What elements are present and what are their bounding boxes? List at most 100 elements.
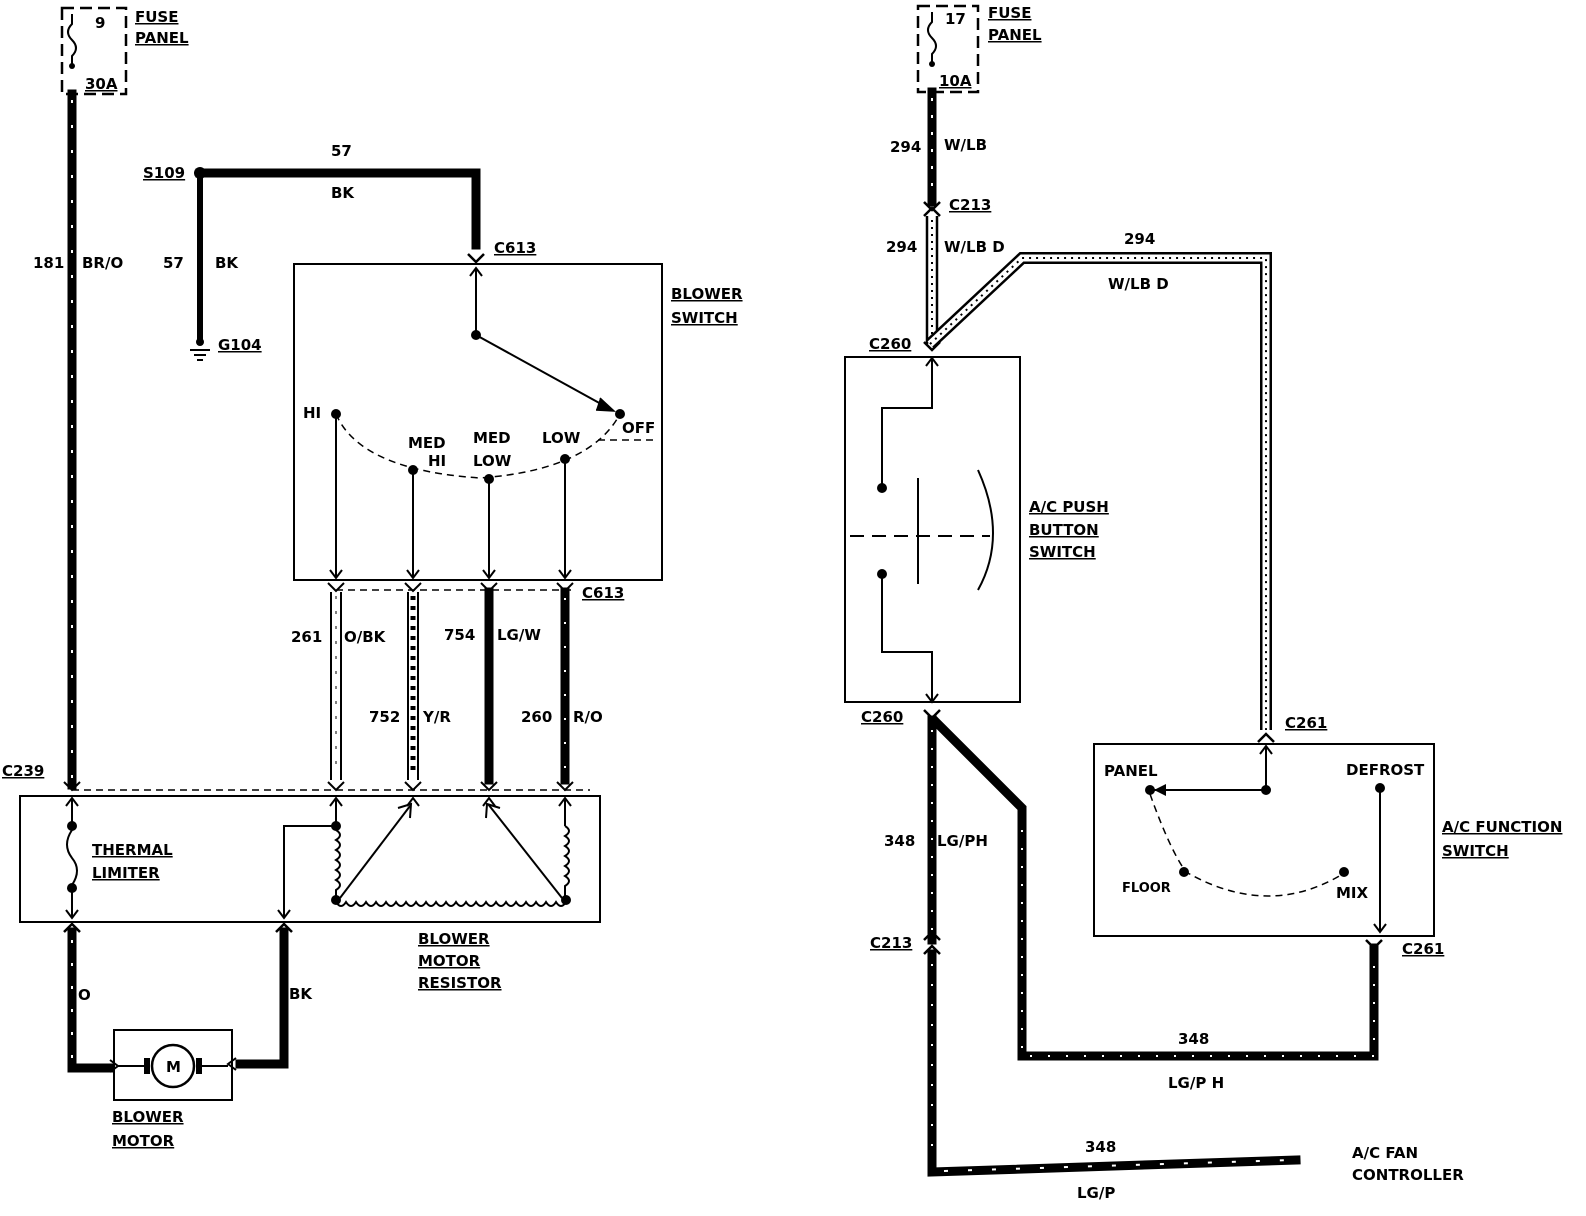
resistor-label-1: BLOWER [418,930,490,948]
pos-off: OFF [622,419,655,437]
wire-57-top-color: BK [331,184,355,202]
connector-c613-top: C613 [467,239,536,264]
wire-57-side-color: BK [215,254,239,272]
wire-261-color: O/BK [344,628,387,646]
wire-294-c-color: W/LB D [1108,275,1169,293]
wire-348-c-color: LG/P [1077,1184,1115,1202]
wire-348-b-color: LG/P H [1168,1074,1224,1092]
connector-c213-top: C213 [923,196,991,217]
ac-push-label-3: SWITCH [1029,543,1096,561]
blower-motor-label-2: MOTOR [112,1132,175,1150]
fuse-left-label-2: PANEL [135,29,189,47]
wire-754-color: LG/W [497,626,541,644]
ac-function-label-1: A/C FUNCTION [1442,818,1562,836]
pos-med-hi-2: HI [428,452,446,470]
wire-o-color: O [78,986,91,1004]
blower-motor: M BLOWER MOTOR [109,1029,237,1150]
wire-754-circuit: 754 [444,626,475,644]
connector-c261-bottom: C261 [1365,939,1444,958]
wire-181-circuit: 181 [33,254,64,272]
wire-294-b-circuit: 294 [886,238,917,256]
pos-med-hi-1: MED [408,434,446,452]
wire-294-c-circuit: 294 [1124,230,1155,248]
ac-push-label-1: A/C PUSH [1029,498,1109,516]
wire-348-a-circuit: 348 [884,832,915,850]
wire-752-circuit: 752 [369,708,400,726]
resistor-label-3: RESISTOR [418,974,502,992]
c261-bottom-label: C261 [1402,940,1444,958]
wire-752: 752 Y/R [369,592,451,780]
ac-push-label-2: BUTTON [1029,521,1099,539]
c261-top-label: C261 [1285,714,1327,732]
wire-294-b: 294 W/LB D [886,216,1005,344]
wire-348-b: 348 LG/P H [929,715,1379,1092]
ac-fan-label-2: CONTROLLER [1352,1166,1464,1184]
thermal-limiter-label-2: LIMITER [92,864,160,882]
connector-c213-bottom: C213 [870,930,941,955]
pos-panel: PANEL [1104,762,1158,780]
c239-label: C239 [2,762,44,780]
blower-switch-label-2: SWITCH [671,309,738,327]
wire-348-a-color: LG/PH [937,832,988,850]
wire-294-c: 294 W/LB D [925,230,1272,730]
blower-motor-label-1: BLOWER [112,1108,184,1126]
wire-57-top: S109 57 BK [143,142,481,250]
fuse-right-rating: 10A [939,72,972,90]
c613-top-label: C613 [494,239,536,257]
wire-o-motor: O [63,922,115,1073]
fuse-right: 17 10A FUSE PANEL [916,4,1042,94]
wire-294-a-color: W/LB [944,136,987,154]
wire-294-a: 294 W/LB [890,87,987,207]
pos-med-low-1: MED [473,429,511,447]
c260-top-label: C260 [869,335,911,353]
c613-bottom-label: C613 [582,584,624,602]
ground-g104-label: G104 [218,336,262,354]
c213-bottom-label: C213 [870,934,912,952]
wire-752-color: Y/R [422,708,451,726]
wire-260-circuit: 260 [521,708,552,726]
blower-switch-label-1: BLOWER [671,285,743,303]
fuse-right-label-1: FUSE [988,4,1031,22]
wire-754: 754 LG/W [444,587,541,785]
wire-181-color: BR/O [82,254,123,272]
pos-mix: MIX [1336,884,1369,902]
wire-57-ground: 57 BK G104 [163,177,262,361]
pos-med-low-2: LOW [473,452,512,470]
fuse-left: 9 30A FUSE PANEL [60,6,189,96]
wire-348-b-circuit: 348 [1178,1030,1209,1048]
wire-348-c-circuit: 348 [1085,1138,1116,1156]
fuse-left-number: 9 [95,14,105,32]
resistor-label-2: MOTOR [418,952,481,970]
fuse-right-number: 17 [945,10,966,28]
fuse-left-rating: 30A [85,75,118,93]
blower-motor-resistor: THERMAL LIMITER BLOWER MOTOR RESISTOR [19,795,601,992]
c260-bottom-label: C260 [861,708,903,726]
splice-s109-label: S109 [143,164,185,182]
connector-c239: C239 [2,762,590,792]
wire-181: 181 BR/O [33,89,123,790]
motor-symbol: M [166,1058,181,1076]
thermal-limiter-label-1: THERMAL [92,841,173,859]
c213-top-label: C213 [949,196,991,214]
pos-floor: FLOOR [1122,881,1171,896]
ac-fan-label-1: A/C FAN [1352,1144,1418,1162]
pos-defrost: DEFROST [1346,761,1425,779]
pos-low: LOW [542,429,581,447]
ac-push-button-switch: A/C PUSH BUTTON SWITCH [844,356,1109,704]
wire-294-a-circuit: 294 [890,138,921,156]
pos-hi: HI [303,404,321,422]
wire-348-a: 348 LG/PH [884,715,988,945]
wire-260-color: R/O [573,708,603,726]
wire-348-c: 348 LG/P [927,949,1301,1202]
wire-bk-motor: BK [235,922,313,1069]
fuse-left-label-1: FUSE [135,8,178,26]
wire-294-b-color: W/LB D [944,238,1005,256]
ac-fan-controller: A/C FAN CONTROLLER [1352,1144,1464,1184]
ac-function-label-2: SWITCH [1442,842,1509,860]
wire-261: 261 O/BK [291,592,387,780]
wire-57-top-circuit: 57 [331,142,352,160]
ac-function-switch: PANEL DEFROST FLOOR MIX A/C FUNCTION SWI… [1093,743,1562,937]
connector-c260-top: C260 [869,335,941,353]
wire-260: 260 R/O [521,587,603,785]
